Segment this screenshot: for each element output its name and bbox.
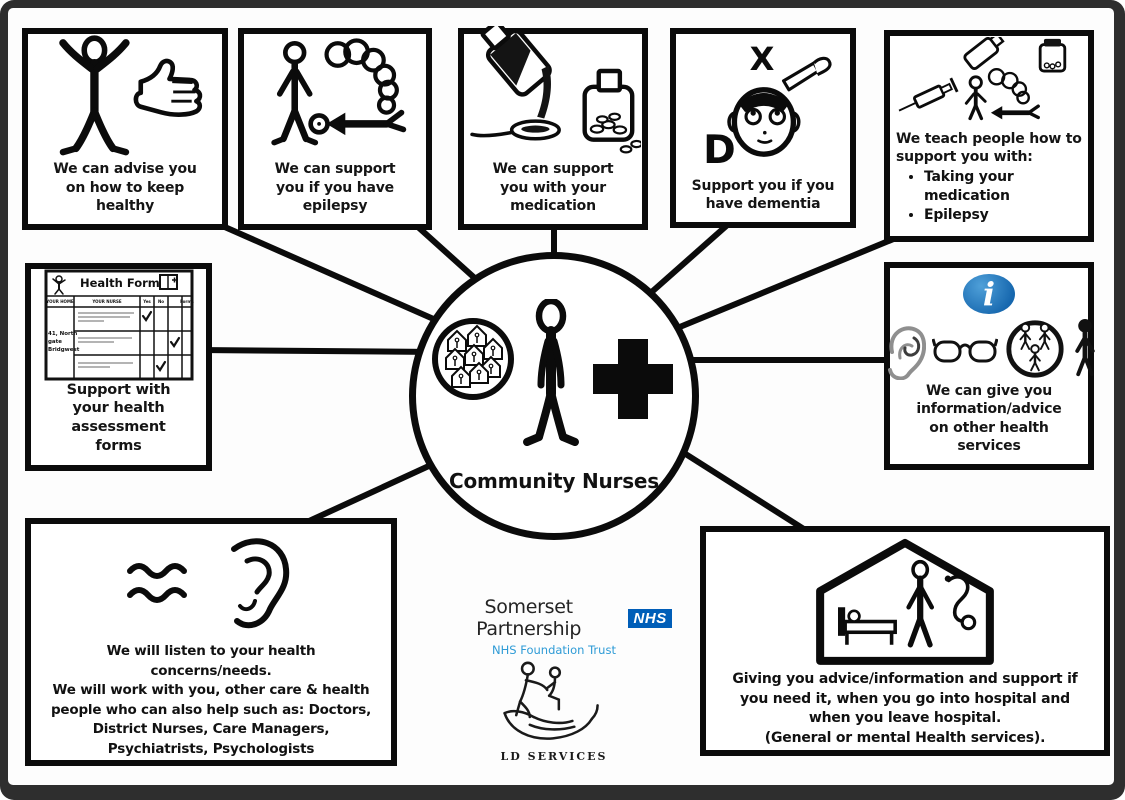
teach-bullet: Epilepsy bbox=[924, 206, 1088, 225]
service-box-medication: We can support you with your medication bbox=[458, 26, 648, 230]
service-box-advise-healthy: We can advise you on how to keep healthy bbox=[22, 28, 228, 230]
service-caption: We teach people how to support you with: bbox=[896, 131, 1082, 166]
service-caption: Support you if you have dementia bbox=[691, 177, 835, 212]
form-title: Health Form bbox=[80, 276, 160, 290]
people-circle-icon bbox=[1006, 320, 1064, 378]
connector-line bbox=[197, 347, 439, 355]
thumbs-up-person-icon bbox=[28, 22, 222, 160]
information-icon: i bbox=[963, 274, 1015, 315]
service-box-health-forms: Health Form YOUR HOME YOUR NURSE Yes No … bbox=[25, 263, 212, 471]
trust-name: Somerset Partnership bbox=[476, 596, 582, 640]
person-icon bbox=[1075, 319, 1095, 377]
form-col-header: YOUR HOME bbox=[45, 299, 74, 304]
service-caption: We can advise you on how to keep healthy bbox=[53, 161, 197, 214]
service-box-hospital: Giving you advice/information and suppor… bbox=[700, 526, 1110, 756]
listen-text-line2: We will work with you, other care & heal… bbox=[50, 682, 372, 757]
organisation-logo: Somerset Partnership NHS NHS Foundation … bbox=[436, 596, 672, 763]
form-col-header: Yes bbox=[142, 299, 151, 304]
health-form-graphic: Health Form YOUR HOME YOUR NURSE Yes No … bbox=[31, 269, 206, 381]
listening-ear-icon bbox=[116, 524, 306, 642]
medication-icon bbox=[464, 26, 642, 160]
houses-circle-icon bbox=[432, 318, 514, 400]
foundation-trust-label: NHS Foundation Trust bbox=[492, 643, 616, 657]
glasses-icon bbox=[932, 338, 998, 363]
service-box-listen: We will listen to your health concerns/n… bbox=[25, 518, 397, 766]
form-address: 41, North bbox=[48, 331, 77, 337]
hearing-ear-icon bbox=[888, 326, 926, 381]
hub-label: Community Nurses bbox=[448, 469, 659, 493]
ld-services-label: LD SERVICES bbox=[500, 750, 608, 763]
teach-bullet: Taking your medication bbox=[924, 168, 1088, 206]
teaching-tools-icon bbox=[891, 36, 1087, 128]
dementia-face-icon: X D bbox=[676, 34, 850, 177]
service-box-teach: We teach people how to support you with:… bbox=[884, 30, 1094, 242]
connector-line bbox=[651, 230, 910, 341]
ld-services-icon bbox=[503, 661, 599, 740]
form-address: Bridgwest bbox=[48, 347, 80, 353]
hospital-text-line2: (General or mental Health services). bbox=[764, 729, 1046, 746]
community-nurses-hub: Community Nurses bbox=[409, 252, 699, 540]
medical-cross-icon bbox=[593, 339, 673, 419]
form-col-header: No bbox=[157, 299, 163, 304]
service-box-dementia: X D Support you if you have dementia bbox=[670, 28, 856, 228]
form-col-header: YOUR NURSE bbox=[91, 299, 121, 304]
form-address: gate bbox=[48, 339, 62, 345]
diagram-page: We can advise you on how to keep healthy bbox=[8, 8, 1114, 785]
epilepsy-icon bbox=[244, 24, 426, 160]
service-caption: We can support you if you have epilepsy bbox=[274, 161, 396, 214]
x-mark: X bbox=[750, 40, 775, 78]
pointing-hand-icon bbox=[781, 57, 832, 92]
nhs-logo: NHS bbox=[628, 608, 672, 628]
nurse-figure-icon bbox=[523, 299, 579, 446]
hospital-text-line1: Giving you advice/information and suppor… bbox=[732, 671, 1078, 727]
teach-bullet-list: Taking your medication Epilepsy bbox=[890, 168, 1088, 225]
d-mark: D bbox=[703, 128, 736, 172]
listen-text-line1: We will listen to your health concerns/n… bbox=[106, 643, 316, 679]
service-box-information: i bbox=[884, 262, 1095, 470]
service-caption: We can give you information/advice on ot… bbox=[916, 383, 1062, 454]
connector-line bbox=[671, 443, 820, 541]
form-col-header: Forms bbox=[180, 299, 194, 304]
service-caption: Support with your health assessment form… bbox=[66, 381, 171, 455]
service-box-epilepsy: We can support you if you have epilepsy bbox=[238, 28, 432, 230]
hospital-house-icon bbox=[800, 532, 1010, 670]
service-caption: We can support you with your medication bbox=[492, 161, 614, 214]
